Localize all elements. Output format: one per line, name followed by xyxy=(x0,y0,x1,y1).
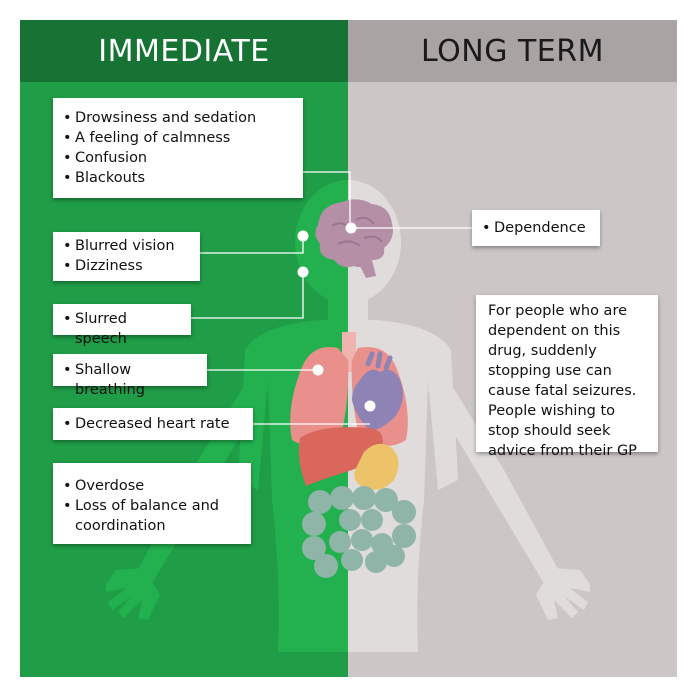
effect-item: Slurred speech xyxy=(63,309,181,349)
effect-item: A feeling of calmness xyxy=(63,128,293,148)
intestines-organ xyxy=(302,486,416,578)
long-term-header: LONG TERM xyxy=(348,20,677,82)
eye-effects-box: Blurred vision Dizziness xyxy=(53,232,200,281)
effect-item: Blurred vision xyxy=(63,236,190,256)
brain-effects-box: Drowsiness and sedation A feeling of cal… xyxy=(53,98,303,198)
stomach-organ xyxy=(354,443,399,490)
body-figure xyxy=(106,171,590,652)
heart-effects-box: Decreased heart rate xyxy=(53,408,253,440)
effect-item: Drowsiness and sedation xyxy=(63,108,293,128)
effect-item: Loss of balance and coordination xyxy=(63,496,241,536)
breathing-effects-box: Shallow breathing xyxy=(53,354,207,398)
effect-item: Blackouts xyxy=(63,168,293,188)
effect-item: Shallow breathing xyxy=(63,360,197,400)
effect-item: Overdose xyxy=(63,476,241,496)
heart-organ xyxy=(352,369,403,431)
infographic: IMMEDIATE LONG TERM Drowsiness and sedat… xyxy=(20,20,677,677)
effect-item: Dependence xyxy=(482,218,590,238)
brain-organ xyxy=(315,199,393,268)
lungs-organ xyxy=(290,347,349,446)
immediate-header: IMMEDIATE xyxy=(20,20,348,82)
effect-item: Decreased heart rate xyxy=(63,414,243,434)
effect-item: Dizziness xyxy=(63,256,190,276)
effect-item: Confusion xyxy=(63,148,293,168)
other-effects-box: Overdose Loss of balance and coordinatio… xyxy=(53,463,251,544)
warning-note: For people who are dependent on this dru… xyxy=(476,295,658,459)
long-term-effects-box: Dependence xyxy=(472,210,600,246)
liver-organ xyxy=(298,427,383,486)
speech-effects-box: Slurred speech xyxy=(53,304,191,347)
